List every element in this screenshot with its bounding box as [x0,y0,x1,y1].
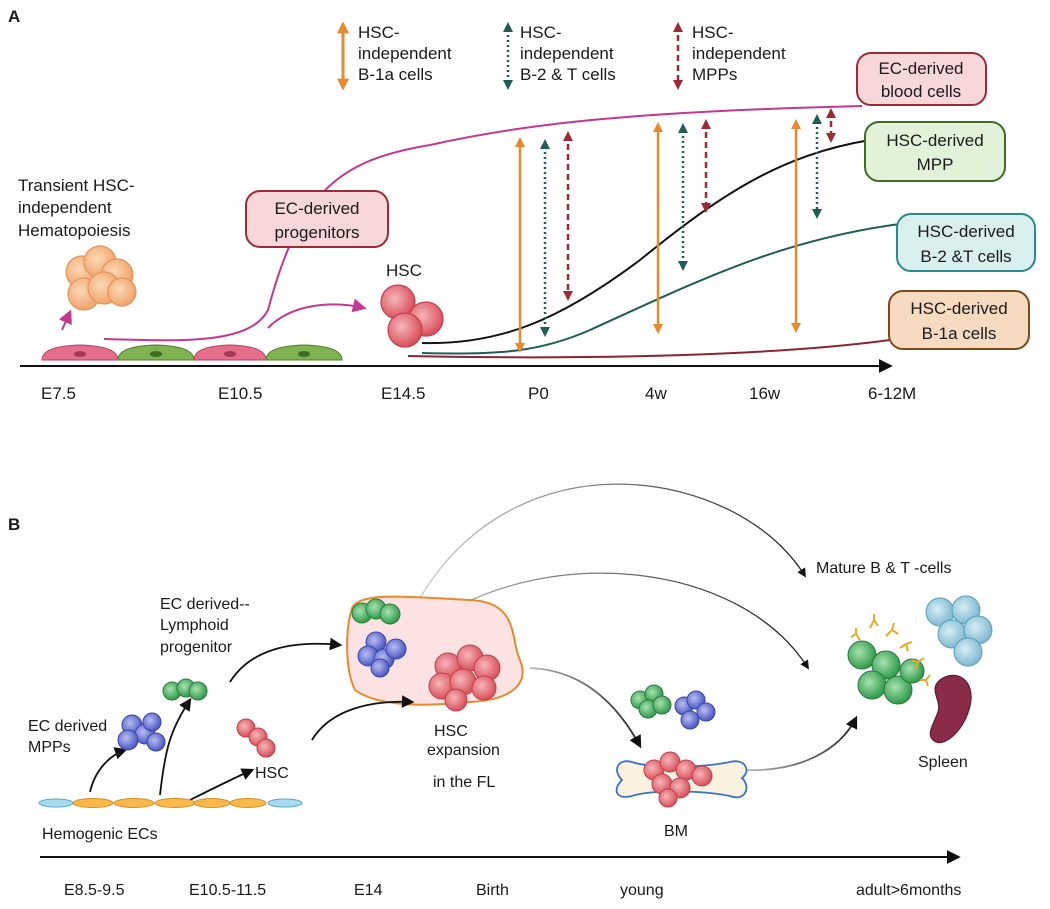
spleen-green-cells [847,640,925,705]
bm-green-cells [630,684,672,719]
hsc-cells-b [236,718,276,758]
box-hsc-mpp: HSC-derived MPP [864,121,1006,182]
lymphoid-line1: EC derived-- [160,596,250,613]
hsc-mpp-curve [421,139,871,345]
long-arc-1 [419,483,806,599]
hsc-b1a-curve [407,339,891,359]
transient-line3: Hematopoiesis [18,221,130,240]
fl-hsc-cells [428,644,501,712]
tick-a-0: E7.5 [41,384,76,403]
tick-a-4: 4w [645,384,667,403]
legend-b1a-line2: independent [358,44,452,63]
hsc-cells-a [380,284,444,348]
lymphoid-cells [162,678,208,701]
lymphoid-line3: progenitor [160,639,233,656]
timeline-b-labels: E8.5-9.5 E10.5-11.5 E14 Birth young adul… [64,882,961,899]
arrow-ec-to-mpps [89,747,128,793]
arrow-bm-to-spleen [744,715,858,771]
mpps-line1: EC derived [28,718,107,735]
panel-b-letter: B [8,515,20,534]
arrow-ec-to-hsc [189,768,255,801]
spleen-blue-cells [925,595,993,667]
box-hsc-b1a-line2: B-1a cells [922,324,997,343]
legend-b1a: HSC- independent B-1a cells [337,21,452,91]
tick-a-2: E14.5 [381,384,425,403]
box-hsc-b2t-line2: B-2 &T cells [920,247,1011,266]
tick-b-1: E10.5-11.5 [189,882,266,899]
box-hsc-b1a: HSC-derived B-1a cells [888,290,1030,350]
timeline-a-labels: E7.5 E10.5 E14.5 P0 4w 16w 6-12M [41,384,916,403]
hsc-label-b: HSC [255,765,289,782]
mpps-line2: MPPs [28,739,71,756]
endothelial-row [41,344,343,361]
hsc-expansion-line2: expansion [427,742,500,759]
hemogenic-label: Hemogenic ECs [42,826,158,843]
bm-label: BM [664,823,688,840]
fl-blue-cells [357,631,407,678]
fl-green-cells [351,598,401,625]
box-hsc-mpp-line1: HSC-derived [886,131,983,150]
box-ec-blood-line1: EC-derived [878,59,963,78]
arrow-hsc-to-fl [311,695,415,741]
tick-b-0: E8.5-9.5 [64,882,125,899]
transient-cells [65,245,137,311]
legend-mpps-line3: MPPs [692,65,737,84]
tick-b-2: E14 [354,882,383,899]
legend-b2t-line2: independent [520,44,614,63]
transient-line2: independent [18,198,112,217]
arrow-lymphoid-to-fl [229,637,343,683]
mature-label: Mature B & T -cells [816,560,951,577]
legend-b2t-line1: HSC- [520,23,562,42]
ec-progenitors-line2: progenitors [274,223,359,242]
lymphoid-line2: Lymphoid [160,617,229,634]
tick-a-5: 16w [749,384,781,403]
hsc-expansion-line3: in the FL [433,774,495,791]
ec-derived-curve [103,105,863,342]
arrow-fl-to-bm [529,667,642,749]
ec-progenitors-box: EC-derived progenitors [245,190,389,248]
tick-b-5: adult>6months [856,882,961,899]
legend-mpps: HSC- independent MPPs [673,22,786,90]
panel-a-letter: A [8,7,20,26]
spleen-organ [929,674,972,744]
mpps-cells [117,712,166,752]
box-hsc-b2t-line1: HSC-derived [917,222,1014,241]
legend-mpps-line2: independent [692,44,786,63]
legend-b2t: HSC- independent B-2 & T cells [503,22,616,90]
bm-hsc-cells [643,751,713,808]
ec-to-hsc-arrow [267,298,367,329]
tick-a-3: P0 [528,384,549,403]
bm-blue-cells [674,690,716,730]
tick-b-4: young [620,882,664,899]
hsc-expansion-line1: HSC [434,723,468,740]
box-hsc-b1a-line1: HSC-derived [910,299,1007,318]
box-hsc-mpp-line2: MPP [917,155,954,174]
legend: HSC- independent B-1a cells HSC- indepen… [337,21,786,91]
legend-b2t-line3: B-2 & T cells [520,65,616,84]
vertical-arrows [515,108,836,353]
antibodies [850,614,931,687]
tick-b-3: Birth [476,882,509,899]
hsc-b2t-curve [421,223,901,355]
arrow-ec-to-lymphoid [159,697,192,796]
box-ec-blood: EC-derived blood cells [856,52,987,106]
tick-a-6: 6-12M [868,384,916,403]
hsc-label-a: HSC [386,261,422,280]
box-ec-blood-line2: blood cells [881,82,961,101]
legend-b1a-line1: HSC- [358,23,400,42]
box-hsc-b2t: HSC-derived B-2 &T cells [896,213,1036,272]
transient-arrow [59,309,72,331]
transient-line1: Transient HSC- [18,176,135,195]
ec-progenitors-line1: EC-derived [274,199,359,218]
hemogenic-ec-row [38,798,303,808]
legend-b1a-line3: B-1a cells [358,65,433,84]
legend-mpps-line1: HSC- [692,23,734,42]
tick-a-1: E10.5 [218,384,262,403]
spleen-label: Spleen [918,754,968,771]
